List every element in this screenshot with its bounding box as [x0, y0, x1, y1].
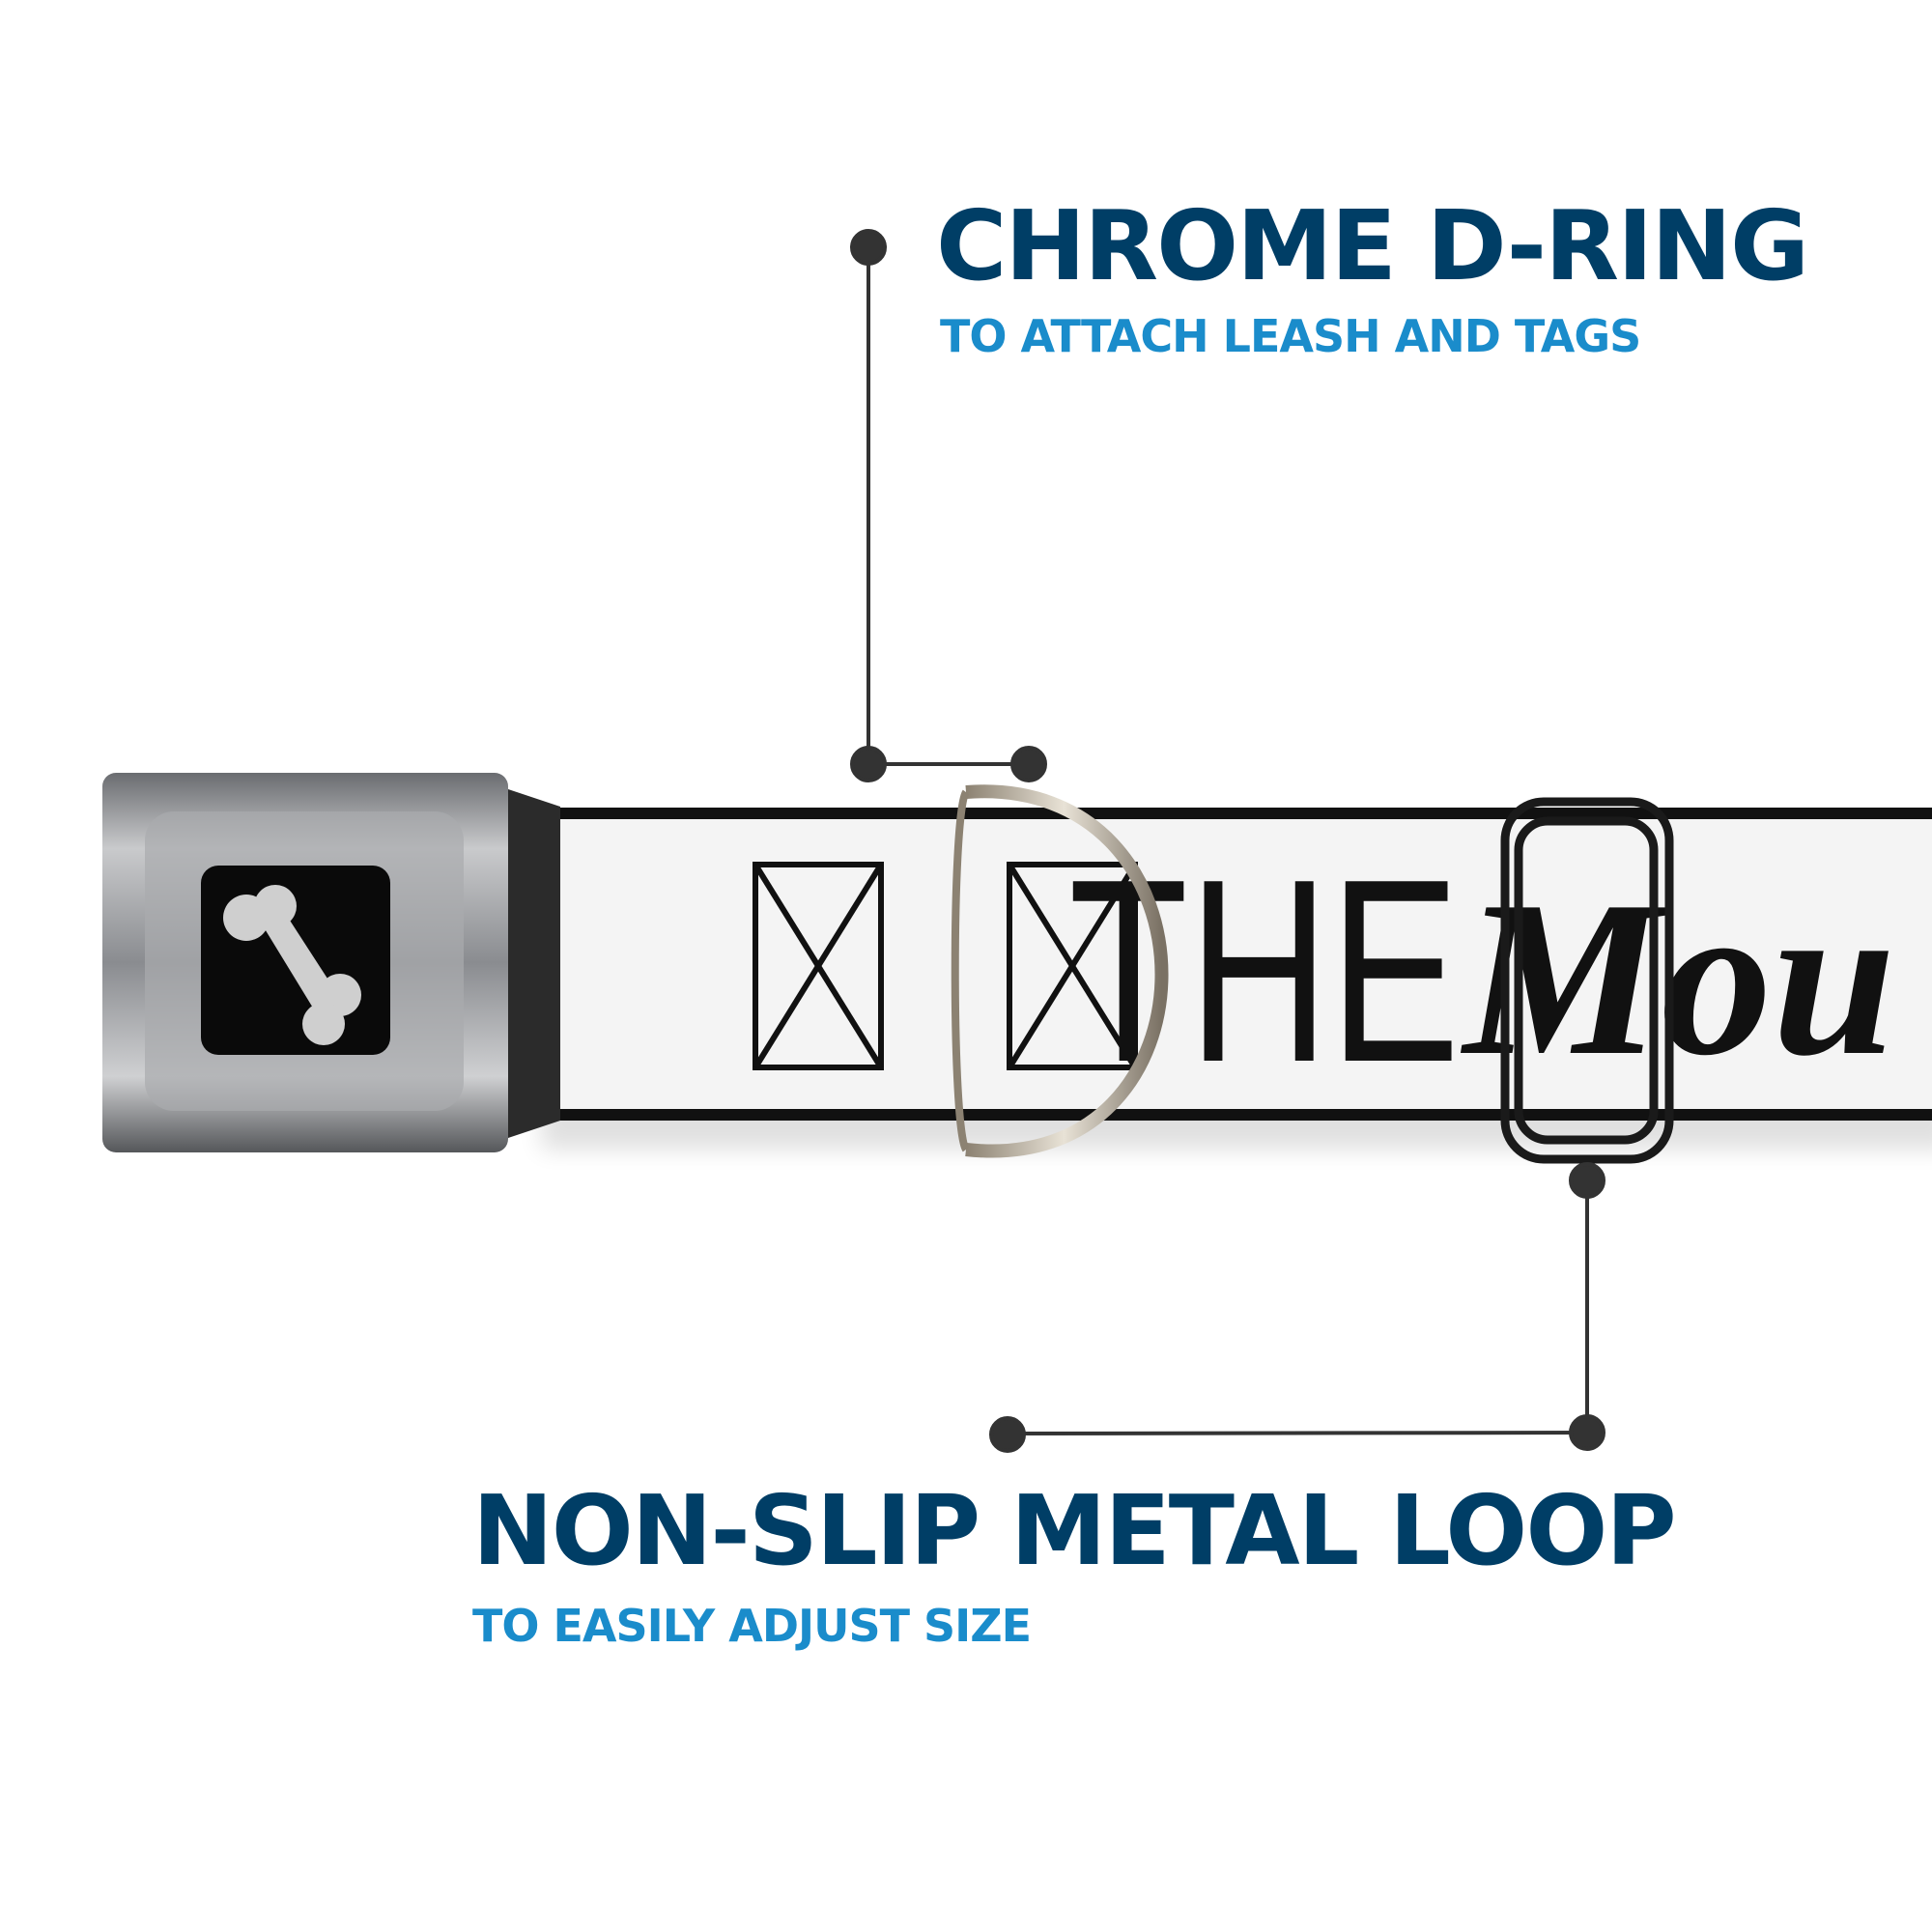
chrome-d-ring — [951, 784, 1169, 1158]
callout-title-d-ring: CHROME D-RING — [936, 189, 1809, 302]
seatbelt-buckle — [102, 773, 508, 1152]
bone-icon — [223, 885, 361, 1045]
callout-subtitle-d-ring: TO ATTACH LEASH AND TAGS — [940, 310, 1641, 362]
leader-metal-loop — [989, 1162, 1605, 1453]
callout-title-metal-loop: NON-SLIP METAL LOOP — [472, 1474, 1677, 1587]
leader-d-ring — [850, 229, 1047, 782]
strap-print-script: Mou — [1460, 855, 1895, 1101]
metal-loop — [1500, 797, 1674, 1164]
callout-subtitle-metal-loop: TO EASILY ADJUST SIZE — [472, 1600, 1032, 1652]
strap-print-boxes — [753, 862, 1138, 1070]
